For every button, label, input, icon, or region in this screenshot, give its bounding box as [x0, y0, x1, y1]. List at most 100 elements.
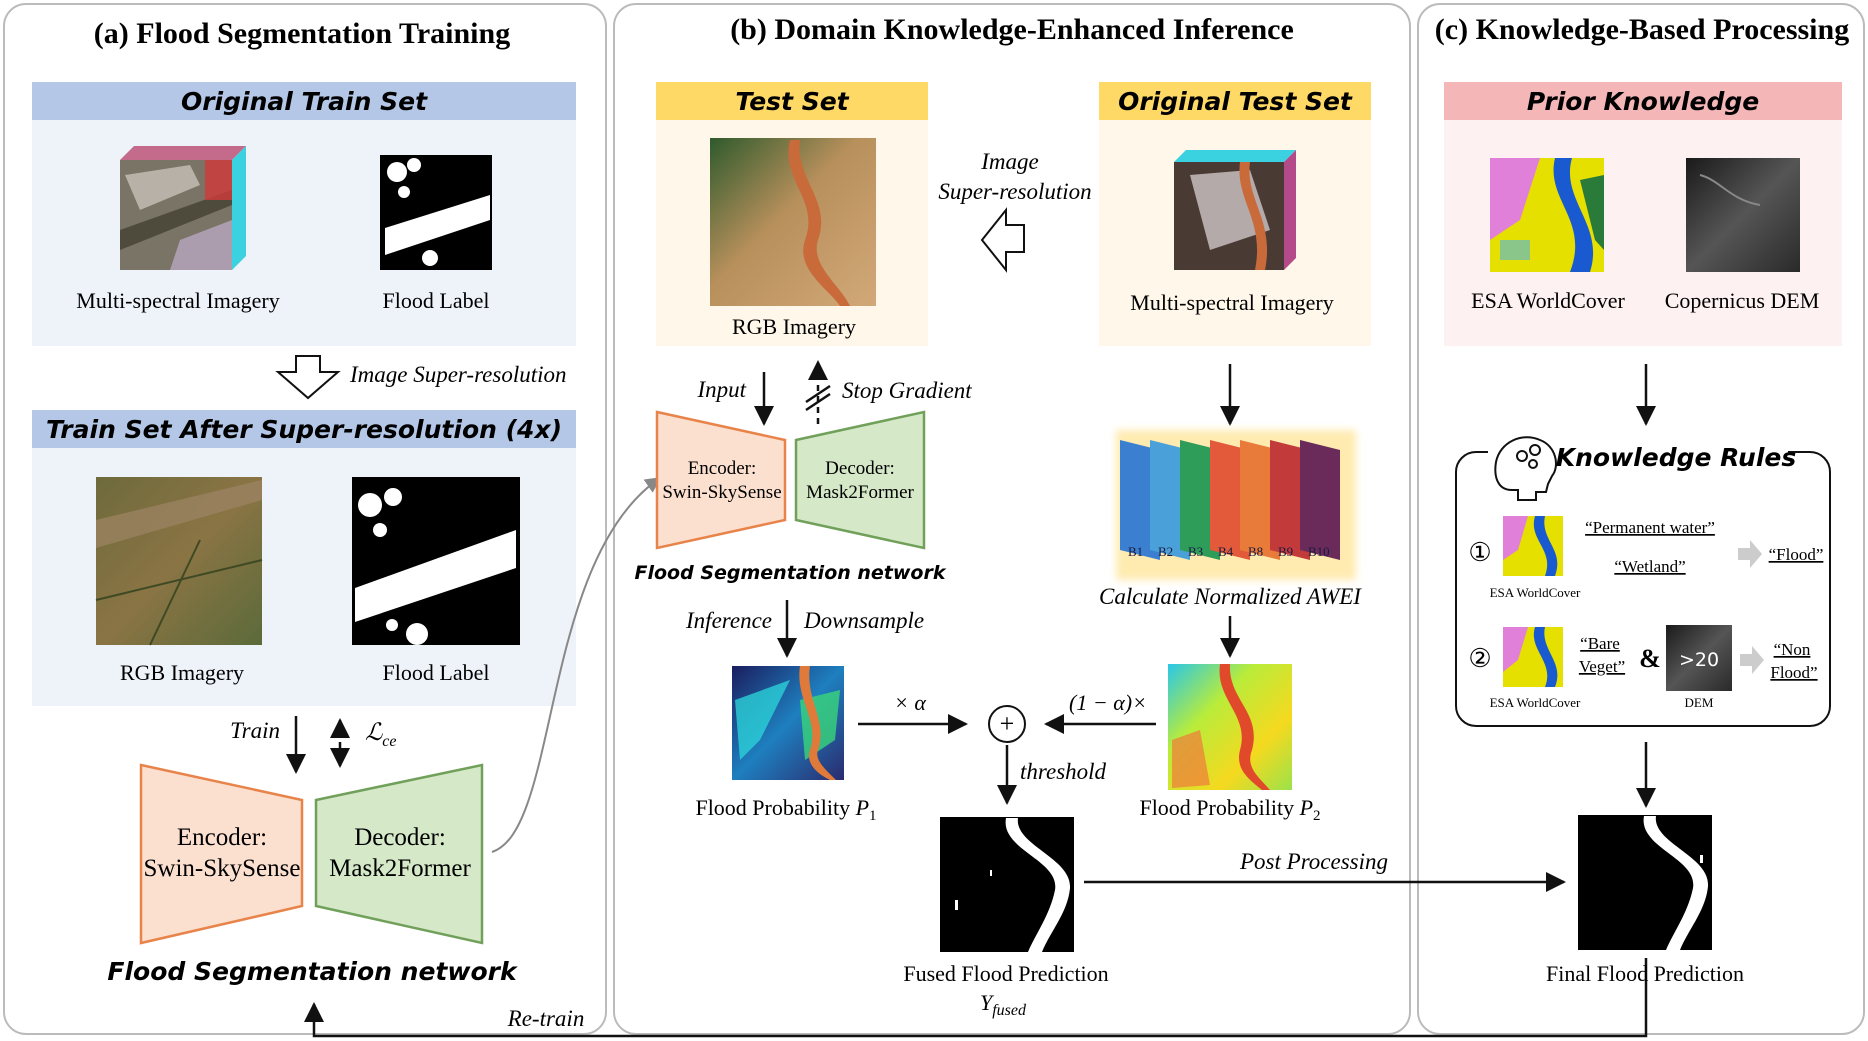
panel-c-title: (c) Knowledge-Based Processing: [1435, 13, 1849, 46]
weight-transfer-arrow: [491, 477, 662, 853]
flood-label-sr-label: Flood Label: [383, 660, 490, 685]
rule2-condition-line1: “Bare: [1580, 634, 1620, 653]
decoder-label-a-1: Decoder:: [354, 824, 446, 851]
flood-label-train: [380, 155, 492, 270]
rule2-dem-label: DEM: [1685, 695, 1714, 710]
flood-probability-p1-label: Flood Probability P1: [695, 795, 876, 824]
prior-knowledge-header: [1444, 82, 1842, 120]
flood-probability-p1-map: [732, 666, 844, 780]
esa-worldcover-map: [1490, 158, 1604, 272]
sr-label-b-1: Image: [980, 149, 1038, 174]
original-train-set-title: Original Train Set: [181, 87, 428, 116]
rule2-esa-label: ESA WorldCover: [1490, 695, 1581, 710]
sr-train-set-header: [32, 410, 576, 448]
multispectral-label-b: Multi-spectral Imagery: [1130, 290, 1333, 315]
inference-label: Inference: [685, 608, 772, 633]
encoder-label-b-2: Swin-SkySense: [662, 482, 781, 503]
rule2-and-symbol: &: [1639, 644, 1661, 673]
flood-probability-p2-label: Flood Probability P2: [1139, 795, 1320, 824]
panel-c-frame: [1417, 3, 1865, 1035]
rule2-esa-thumbnail: [1503, 627, 1563, 687]
rule2-condition-line2: Veget”: [1579, 657, 1625, 676]
sr-arrow-label-a: Image Super-resolution: [349, 362, 567, 387]
sr-train-set-title: Train Set After Super-resolution (4x): [46, 415, 562, 444]
super-resolution-arrow-b: [980, 207, 1025, 273]
final-prediction-label: Final Flood Prediction: [1546, 961, 1744, 986]
band-label: B4: [1218, 544, 1234, 559]
loss-label: ℒce: [365, 720, 397, 750]
rgb-imagery-label-a: RGB Imagery: [120, 660, 244, 685]
band-label: B10: [1308, 544, 1330, 559]
band-labels: B1 B2 B3 B4 B8 B9 B10: [1128, 544, 1330, 559]
flood-label-sr: [352, 477, 520, 645]
prior-knowledge-title: Prior Knowledge: [1527, 87, 1759, 116]
rule2-number: ②: [1468, 644, 1491, 673]
decoder-label-a-2: Mask2Former: [329, 855, 471, 882]
rule1-esa-label: ESA WorldCover: [1490, 585, 1581, 600]
fused-flood-prediction-map: [940, 817, 1074, 952]
esa-worldcover-label: ESA WorldCover: [1471, 288, 1625, 313]
rgb-imagery-train: [95, 477, 263, 646]
rule1-esa-thumbnail: [1503, 516, 1563, 576]
encoder-block-b: [655, 410, 787, 550]
awei-label: Calculate Normalized AWEI: [1099, 584, 1362, 609]
decoder-label-b-1: Decoder:: [825, 458, 895, 479]
awei-band-stack: [1116, 430, 1356, 580]
final-flood-prediction-map: [1578, 815, 1712, 950]
rule1-condition-1: “Permanent water”: [1585, 518, 1715, 537]
panel-b-frame: [613, 3, 1411, 1035]
network-label-a: Flood Segmentation network: [107, 957, 518, 986]
fusion-add-node: [988, 705, 1026, 743]
band-label: B8: [1248, 544, 1263, 559]
encoder-block-a: [139, 763, 304, 945]
copernicus-dem-label: Copernicus DEM: [1665, 288, 1820, 313]
rule1-arrow: [1738, 540, 1762, 568]
rule2-arrow: [1740, 646, 1764, 674]
train-label: Train: [230, 718, 280, 743]
super-resolution-arrow-a: [275, 355, 341, 400]
original-test-set-title: Original Test Set: [1118, 87, 1353, 116]
downsample-label: Downsample: [803, 608, 924, 633]
panel-a-frame: [3, 3, 607, 1035]
rule1-number: ①: [1468, 538, 1491, 567]
panel-a-title: (a) Flood Segmentation Training: [94, 17, 510, 50]
train-flood-label-label: Flood Label: [383, 288, 490, 313]
alpha-label: × α: [894, 690, 926, 715]
multispectral-cube-test: [1174, 150, 1296, 270]
knowledge-rules-title: Knowledge Rules: [1556, 443, 1797, 472]
band-label: B1: [1128, 544, 1143, 559]
post-processing-label: Post Processing: [1239, 849, 1388, 874]
decoder-block-a: [314, 763, 484, 945]
rgb-imagery-test: [710, 138, 876, 306]
flood-probability-p2-map: [1168, 664, 1292, 790]
encoder-label-a-1: Encoder:: [177, 824, 267, 851]
copernicus-dem-map: [1686, 158, 1800, 272]
band-label: B9: [1278, 544, 1293, 559]
input-label: Input: [696, 377, 746, 402]
fusion-plus-symbol: +: [1000, 709, 1015, 738]
stop-gradient-label: Stop Gradient: [842, 378, 972, 403]
rule2-dem-value: >20: [1679, 649, 1719, 671]
network-label-b: Flood Segmentation network: [635, 562, 947, 584]
rule2-result-line1: “Non: [1774, 640, 1811, 659]
fused-prediction-label: Fused Flood Prediction: [903, 961, 1108, 986]
band-label: B2: [1158, 544, 1173, 559]
one-minus-alpha-label: (1 − α)×: [1069, 690, 1147, 715]
decoder-block-b: [794, 410, 926, 550]
head-brain-icon: [1494, 436, 1557, 501]
rule2-result-line2: Flood”: [1770, 663, 1817, 682]
sr-label-b-2: Super-resolution: [938, 179, 1091, 204]
rule1-result: “Flood”: [1769, 545, 1824, 564]
multispectral-cube-train: [120, 146, 246, 270]
retrain-arrow: [304, 958, 1648, 1038]
decoder-label-b-2: Mask2Former: [806, 482, 914, 503]
fused-prediction-var: Yfused: [980, 990, 1027, 1019]
rule1-condition-2: “Wetland”: [1614, 557, 1685, 576]
encoder-label-b-1: Encoder:: [688, 458, 757, 479]
test-set-title: Test Set: [735, 87, 849, 116]
band-label: B3: [1188, 544, 1203, 559]
threshold-label: threshold: [1020, 759, 1107, 784]
test-set-header: [656, 82, 928, 120]
encoder-label-a-2: Swin-SkySense: [144, 855, 301, 882]
